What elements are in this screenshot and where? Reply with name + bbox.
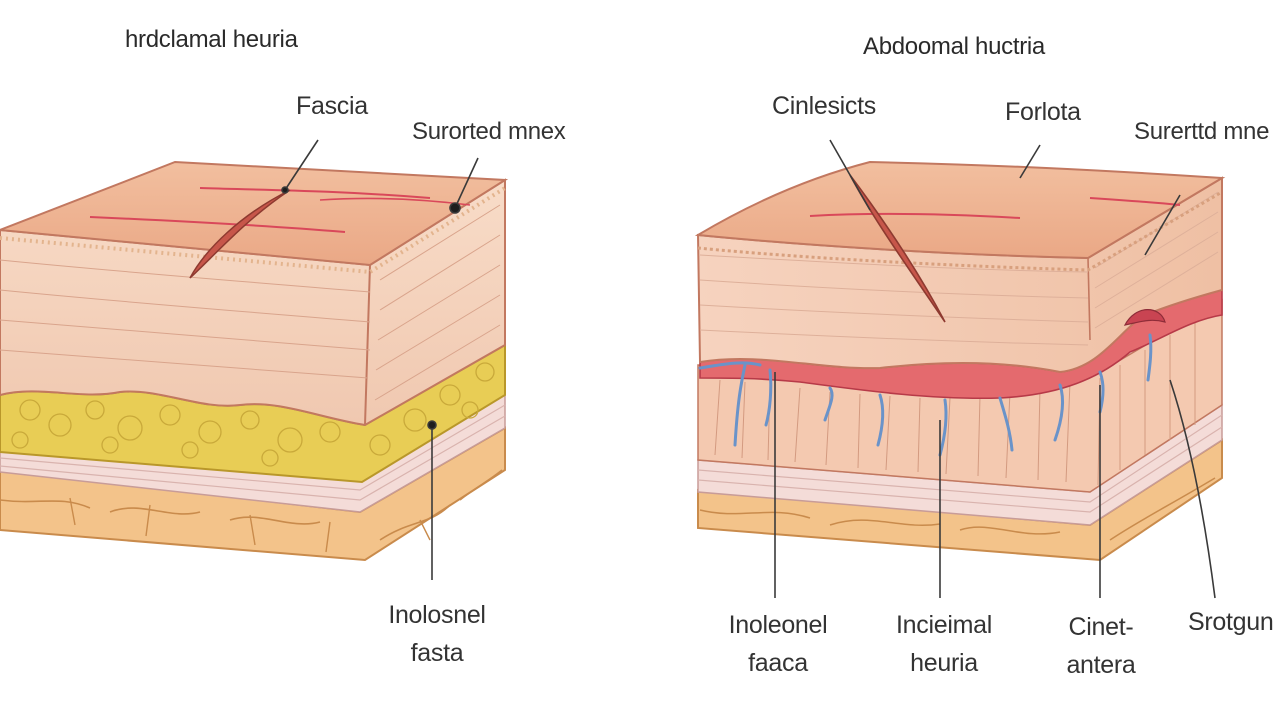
left-leader-lines (281, 139, 479, 580)
right-label-b2-line1: Incieimal (896, 611, 992, 639)
right-label-top-left: Cinlesicts (772, 92, 876, 120)
left-label-bottom-line1: Inolosnel (388, 601, 486, 629)
right-blood-vessels (698, 333, 1153, 457)
right-skin-surface (694, 160, 1226, 260)
right-hernia-bump (1123, 309, 1166, 326)
right-diagram-title: Abdoomal huctria (863, 33, 1045, 60)
right-leader-lines (774, 139, 1216, 599)
left-dermis-layer (0, 178, 507, 427)
right-label-bottom-4: Srotgun (1188, 608, 1274, 636)
right-label-b1-line2: faaca (748, 649, 808, 677)
right-tissue-block (694, 139, 1226, 599)
left-label-fascia: Fascia (296, 92, 368, 120)
left-diagram-title: hrdclamal heuria (125, 26, 298, 53)
left-incision (189, 189, 291, 279)
right-label-b3-line2: antera (1066, 651, 1136, 679)
right-label-top-mid: Forlota (1005, 98, 1081, 126)
right-incision (849, 174, 946, 323)
left-tissue-block (0, 139, 509, 580)
right-label-b2-line2: heuria (910, 649, 978, 677)
right-label-bottom-2: Incieimal heuria (885, 606, 1003, 682)
right-dermis-layer (696, 176, 1223, 374)
right-label-bottom-3: Cinet- antera (1055, 608, 1147, 684)
right-label-b1-line1: Inoleonel (728, 611, 828, 639)
right-label-b3-line1: Cinet- (1068, 613, 1134, 641)
left-label-bottom-line2: fasta (410, 639, 464, 667)
right-label-top-right: Surerttd mne (1134, 118, 1270, 145)
right-label-bottom-1: Inoleonel faaca (716, 606, 840, 682)
left-label-surgical: Surorted mnex (412, 118, 566, 145)
left-label-bottom: Inolosnel fasta (378, 596, 496, 672)
